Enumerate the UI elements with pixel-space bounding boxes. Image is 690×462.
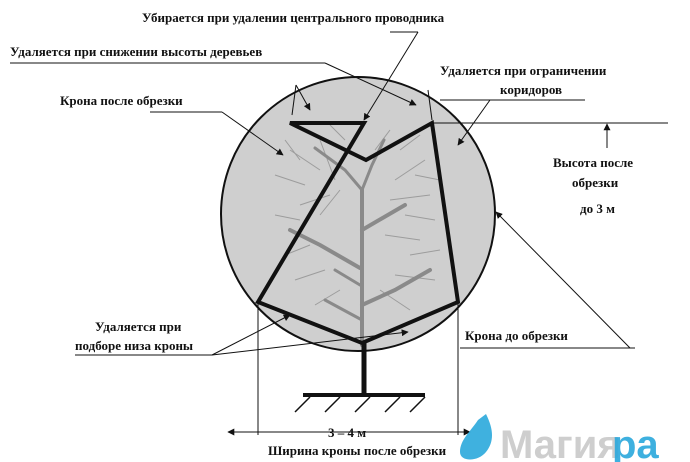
label-height-line2: обрезки — [572, 175, 619, 190]
tree-branches — [288, 138, 432, 347]
watermark-text-main: Магия — [500, 423, 621, 462]
label-lower-crown-line1: Удаляется при — [95, 319, 182, 334]
watermark-text-accent: ра — [612, 423, 659, 462]
label-lower-height: Удаляется при снижении высоты деревьев — [10, 44, 262, 59]
label-central-leader: Убирается при удалении центрального пров… — [142, 10, 445, 25]
label-crown-after: Крона после обрезки — [60, 93, 183, 108]
crown-before-circle — [220, 76, 496, 352]
label-corridor-line1: Удаляется при ограничении — [440, 63, 607, 78]
label-lower-crown-line2: подборе низа кроны — [75, 338, 193, 353]
ground-hatch — [294, 396, 426, 413]
label-height-line1: Высота после — [553, 155, 633, 170]
label-width-value: 3 – 4 м — [328, 425, 366, 440]
crown-after-outline — [255, 119, 461, 346]
watermark: Магия ра — [460, 414, 659, 462]
watermark-drop-icon — [460, 414, 492, 460]
label-crown-before: Крона до обрезки — [465, 328, 568, 343]
label-corridor-line2: коридоров — [500, 82, 562, 97]
label-width-caption: Ширина кроны после обрезки — [268, 443, 447, 458]
label-height-line3: до 3 м — [580, 201, 615, 216]
leader-lines — [10, 31, 635, 356]
